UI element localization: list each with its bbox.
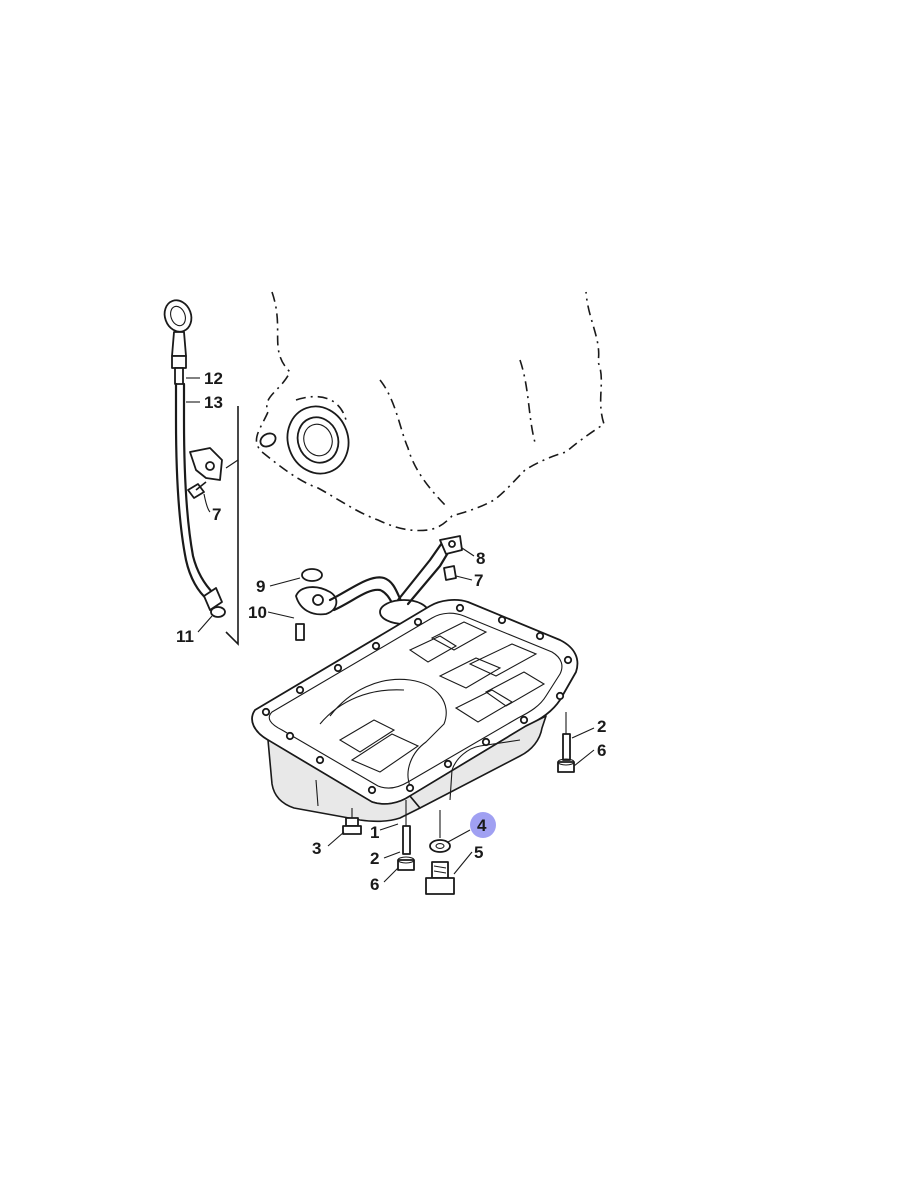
callout-4: 4 bbox=[477, 816, 487, 835]
callout-6-center: 6 bbox=[370, 875, 379, 894]
block-bolt-hole bbox=[259, 432, 277, 448]
fasteners bbox=[342, 712, 575, 895]
callout-8: 8 bbox=[476, 549, 485, 568]
dipstick-assembly bbox=[163, 299, 239, 646]
callout-3: 3 bbox=[312, 839, 321, 858]
callout-1: 1 bbox=[370, 823, 379, 842]
crankshaft-seal bbox=[286, 405, 350, 475]
callout-2-center: 2 bbox=[370, 849, 379, 868]
callout-11: 11 bbox=[176, 627, 194, 646]
callout-7-strainer: 7 bbox=[474, 571, 483, 590]
callout-10: 10 bbox=[248, 603, 267, 622]
callout-13: 13 bbox=[204, 393, 223, 412]
callout-7-dipstick: 7 bbox=[212, 505, 221, 524]
oil-strainer bbox=[295, 535, 463, 641]
callout-9: 9 bbox=[256, 577, 265, 596]
callout-12: 12 bbox=[204, 369, 223, 388]
callout-6-right: 6 bbox=[597, 741, 606, 760]
callout-2-right: 2 bbox=[597, 717, 606, 736]
engine-block-outline bbox=[255, 291, 605, 532]
oil-pan bbox=[251, 599, 579, 823]
callout-5: 5 bbox=[474, 843, 483, 862]
callout-labels: 12 13 7 8 7 9 10 11 2 6 3 1 4 2 5 6 bbox=[176, 369, 606, 894]
flange-bolt-holes bbox=[261, 603, 573, 795]
callout-leaders bbox=[186, 377, 595, 883]
callout-4-highlight bbox=[470, 812, 496, 838]
